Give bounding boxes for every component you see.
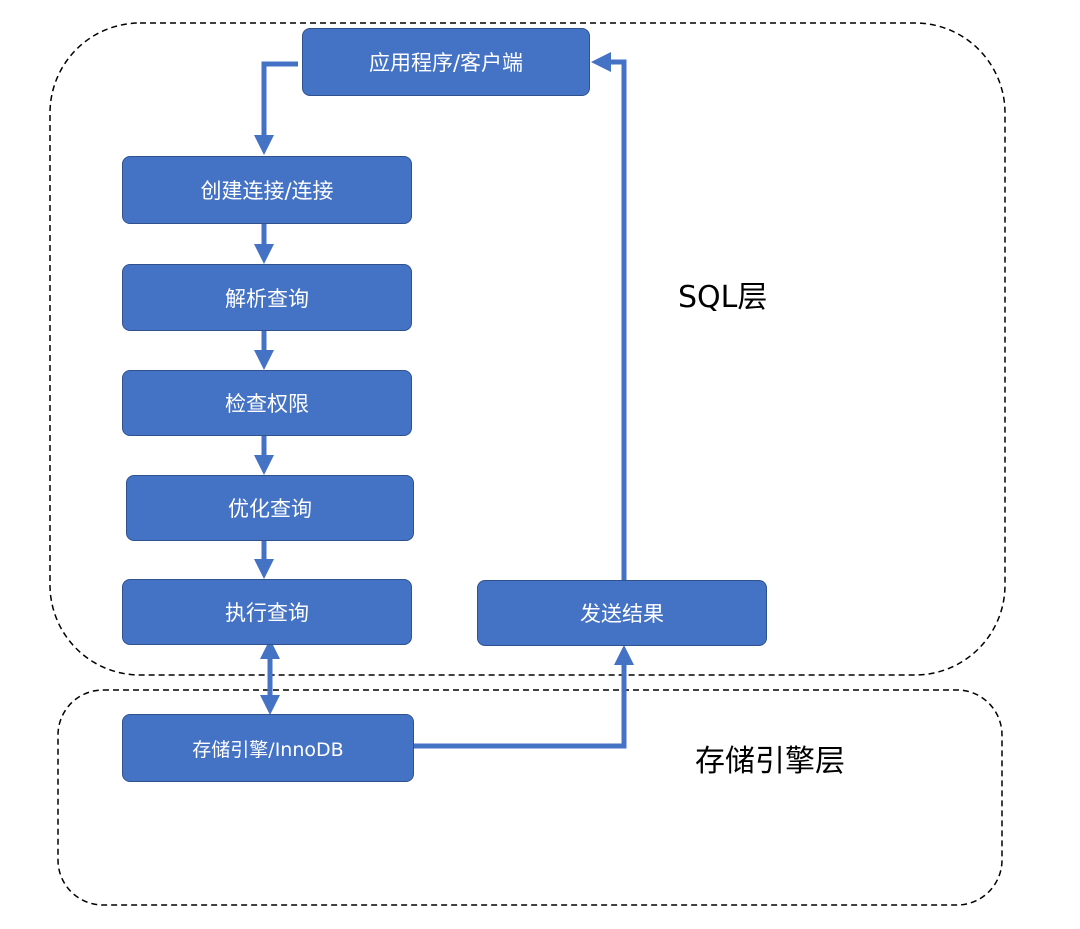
node-optimize-query: 优化查询 <box>126 475 414 541</box>
node-execute-query: 执行查询 <box>122 579 412 645</box>
arrow-engine-to-send-result <box>414 644 634 749</box>
sql-layer-boundary <box>49 22 1006 676</box>
sql-layer-label: SQL层 <box>678 280 768 315</box>
node-parse-query: 解析查询 <box>122 264 412 331</box>
node-create-connection: 创建连接/连接 <box>122 156 412 224</box>
arrow-client-to-connect <box>254 61 298 156</box>
storage-layer-label: 存储引擎层 <box>695 744 845 779</box>
node-client: 应用程序/客户端 <box>302 28 590 96</box>
node-send-result: 发送结果 <box>477 580 767 646</box>
node-storage-engine: 存储引擎/InnoDB <box>122 714 414 782</box>
arrow-send-result-to-client <box>590 52 627 580</box>
node-check-privileges: 检查权限 <box>122 370 412 436</box>
